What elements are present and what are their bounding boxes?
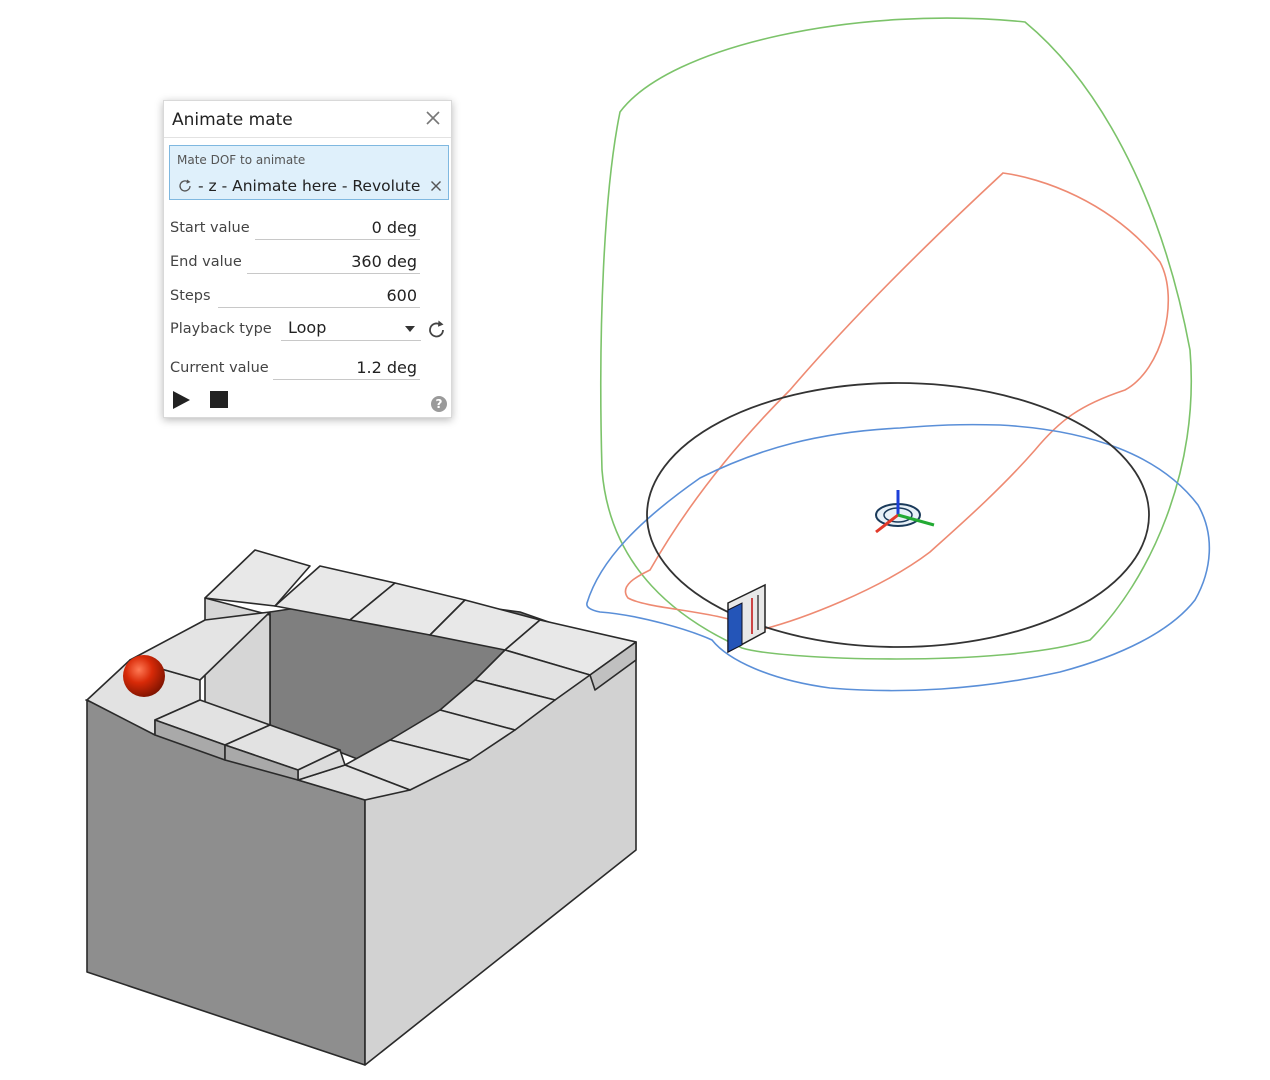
mate-connector-triad[interactable]	[875, 490, 935, 534]
animate-mate-dialog: Animate mate Mate DOF to animate - z - A…	[163, 100, 452, 418]
end-value-label: End value	[170, 254, 242, 270]
remove-dof-icon[interactable]	[430, 180, 442, 192]
start-value-input[interactable]: 0 deg	[255, 216, 420, 240]
mate-dof-selection[interactable]: Mate DOF to animate - z - Animate here -…	[169, 145, 449, 200]
mate-dof-value: - z - Animate here - Revolute	[198, 177, 421, 195]
current-value-label: Current value	[170, 360, 269, 376]
play-icon[interactable]	[172, 391, 190, 409]
help-icon[interactable]: ?	[431, 396, 447, 412]
playback-type-select[interactable]: Loop	[281, 317, 421, 341]
close-icon[interactable]	[423, 108, 443, 128]
steps-input[interactable]: 600	[218, 284, 420, 308]
steps-label: Steps	[170, 288, 211, 304]
revolute-rotate-icon	[179, 179, 191, 192]
end-value-input[interactable]: 360 deg	[247, 250, 420, 274]
green-motion-path	[600, 17, 1193, 660]
start-value-label: Start value	[170, 220, 250, 236]
chevron-down-icon	[405, 326, 415, 332]
current-value-row: Current value 1.2 deg	[170, 356, 420, 382]
animated-part[interactable]	[727, 583, 766, 654]
current-value-field: 1.2 deg	[273, 356, 420, 380]
steps-row: Steps 600	[170, 284, 420, 310]
playback-type-label: Playback type	[170, 321, 272, 337]
mate-dof-label: Mate DOF to animate	[177, 153, 306, 167]
blue-motion-path	[586, 423, 1211, 692]
red-ball[interactable]	[123, 655, 165, 697]
stop-icon[interactable]	[210, 391, 228, 408]
dialog-title: Animate mate	[172, 110, 293, 130]
dialog-header: Animate mate	[164, 101, 451, 138]
playback-type-value: Loop	[288, 318, 327, 337]
black-circle-path	[646, 382, 1150, 648]
start-value-row: Start value 0 deg	[170, 216, 420, 242]
end-value-row: End value 360 deg	[170, 250, 420, 276]
reset-arrow-icon[interactable]	[426, 319, 448, 341]
staircase-model[interactable]	[85, 549, 637, 1066]
motion-paths	[586, 17, 1211, 692]
mate-dof-value-row: - z - Animate here - Revolute	[177, 177, 443, 197]
playback-type-row: Playback type Loop	[170, 317, 450, 343]
orange-motion-path	[624, 172, 1170, 631]
